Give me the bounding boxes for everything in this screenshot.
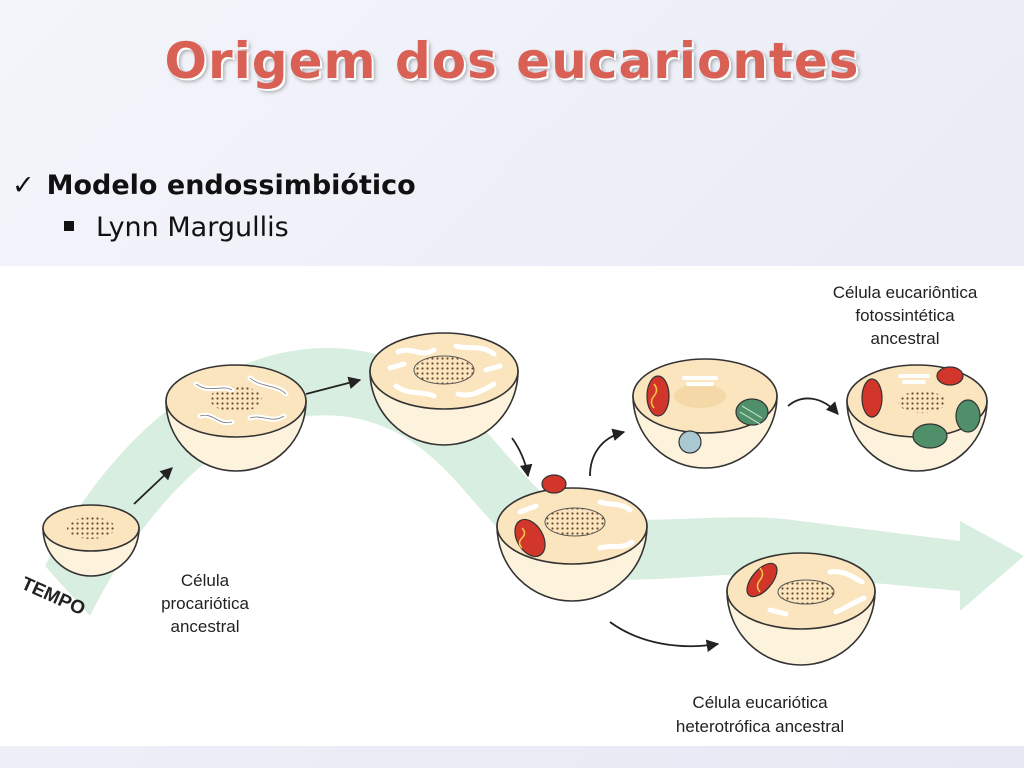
bullet-lynn-margulis: Lynn Margullis [64,212,289,243]
label-line: ancestral [871,329,940,348]
bullet-text: Modelo endossimbiótico [46,170,416,201]
label-prokaryote: Célula procariótica ancestral [161,571,249,636]
arrow-2 [305,376,362,395]
prokaryote-cell [42,504,140,577]
arrow-5 [787,397,839,415]
engulfing-cell [496,474,648,602]
label-heterotrophic: Célula eucariótica heterotrófica ancestr… [676,693,844,736]
bullet-text: Lynn Margullis [96,212,289,243]
label-line: procariótica [161,594,249,613]
label-line: Célula eucariôntica [833,283,978,302]
arrow-1 [133,467,173,505]
cell-with-mitochondria [632,358,778,469]
label-photosynthetic: Célula eucariôntica fotossintética ances… [833,283,978,348]
heterotrophic-eukaryote-cell [726,552,876,666]
arrow-6 [609,621,720,652]
arrow-4 [589,428,626,477]
bullet-endosymbiotic-model: ✓ Modelo endossimbiótico [12,170,416,201]
diagram-svg: TEMPO Célula procariótica ancestral Célu… [18,283,1024,736]
checkmark-icon: ✓ [12,170,35,201]
nucleated-cell [369,332,519,446]
photosynthetic-eukaryote-cell [846,364,988,472]
arrow-3 [511,437,533,478]
label-line: Célula [181,571,230,590]
slide-title: Origem dos eucariontes [164,32,860,90]
infolding-cell [165,364,307,472]
endosymbiosis-diagram: TEMPO Célula procariótica ancestral Célu… [0,266,1024,746]
label-line: fotossintética [855,306,955,325]
label-line: heterotrófica ancestral [676,717,844,736]
square-bullet-icon [64,220,74,231]
label-line: ancestral [171,617,240,636]
label-line: Célula eucariótica [692,693,828,712]
